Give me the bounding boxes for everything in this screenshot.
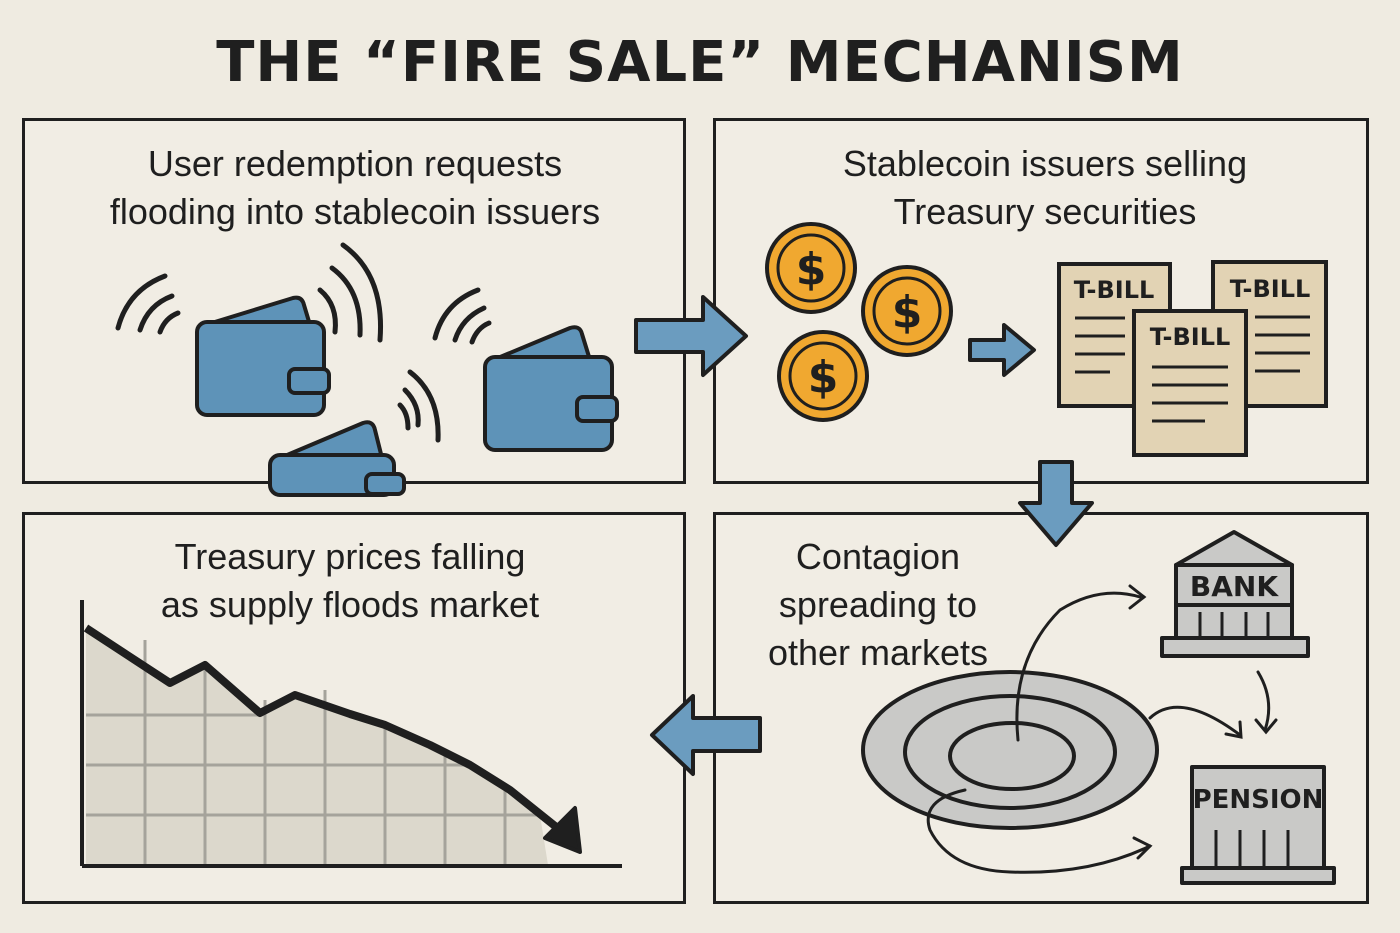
bank-label: BANK: [1190, 570, 1279, 603]
caption-redemption: User redemption requests flooding into s…: [40, 140, 670, 236]
arrow-left-icon: [650, 694, 762, 776]
wallet-icon: [268, 420, 406, 497]
pension-label: PENSION: [1193, 785, 1324, 815]
caption-selling: Stablecoin issuers selling Treasury secu…: [730, 140, 1360, 236]
caption-line: as supply floods market: [160, 584, 540, 625]
wallet-icon: [483, 325, 619, 452]
arrow-right-small-icon: [968, 323, 1036, 377]
ripple-icon: [861, 670, 1159, 830]
dollar-sign: $: [808, 352, 839, 403]
contagion-arrows: [926, 584, 1278, 874]
caption-contagion: Contagion spreading to other markets: [738, 533, 1018, 677]
caption-line: spreading to: [778, 584, 978, 625]
caption-line: Contagion: [795, 536, 961, 577]
pension-icon: PENSION: [1180, 765, 1336, 885]
falling-price-chart: [80, 600, 622, 868]
page-title: THE “FIRE SALE” MECHANISM: [216, 30, 1184, 95]
caption-prices: Treasury prices falling as supply floods…: [40, 533, 660, 629]
coin-icon: $: [861, 265, 953, 357]
tbill-label: T-BILL: [1230, 275, 1311, 303]
bank-icon: BANK: [1160, 530, 1310, 658]
dollar-sign: $: [796, 244, 827, 295]
tbill-label: T-BILL: [1150, 323, 1231, 351]
caption-line: other markets: [767, 632, 989, 673]
arrow-down-icon: [1018, 460, 1094, 547]
arrow-right-icon: [634, 295, 748, 377]
signal-waves-icon: [115, 242, 492, 443]
tbill-label: T-BILL: [1074, 276, 1155, 304]
caption-line: Treasury prices falling: [174, 536, 526, 577]
caption-line: Treasury securities: [893, 191, 1197, 232]
caption-line: Stablecoin issuers selling: [842, 143, 1248, 184]
dollar-sign: $: [892, 287, 923, 338]
wallet-icon: [195, 295, 331, 417]
tbill-document-icon: T-BILL: [1132, 309, 1248, 457]
coin-icon: $: [777, 330, 869, 422]
caption-line: User redemption requests: [147, 143, 563, 184]
caption-line: flooding into stablecoin issuers: [109, 191, 601, 232]
coin-icon: $: [765, 222, 857, 314]
